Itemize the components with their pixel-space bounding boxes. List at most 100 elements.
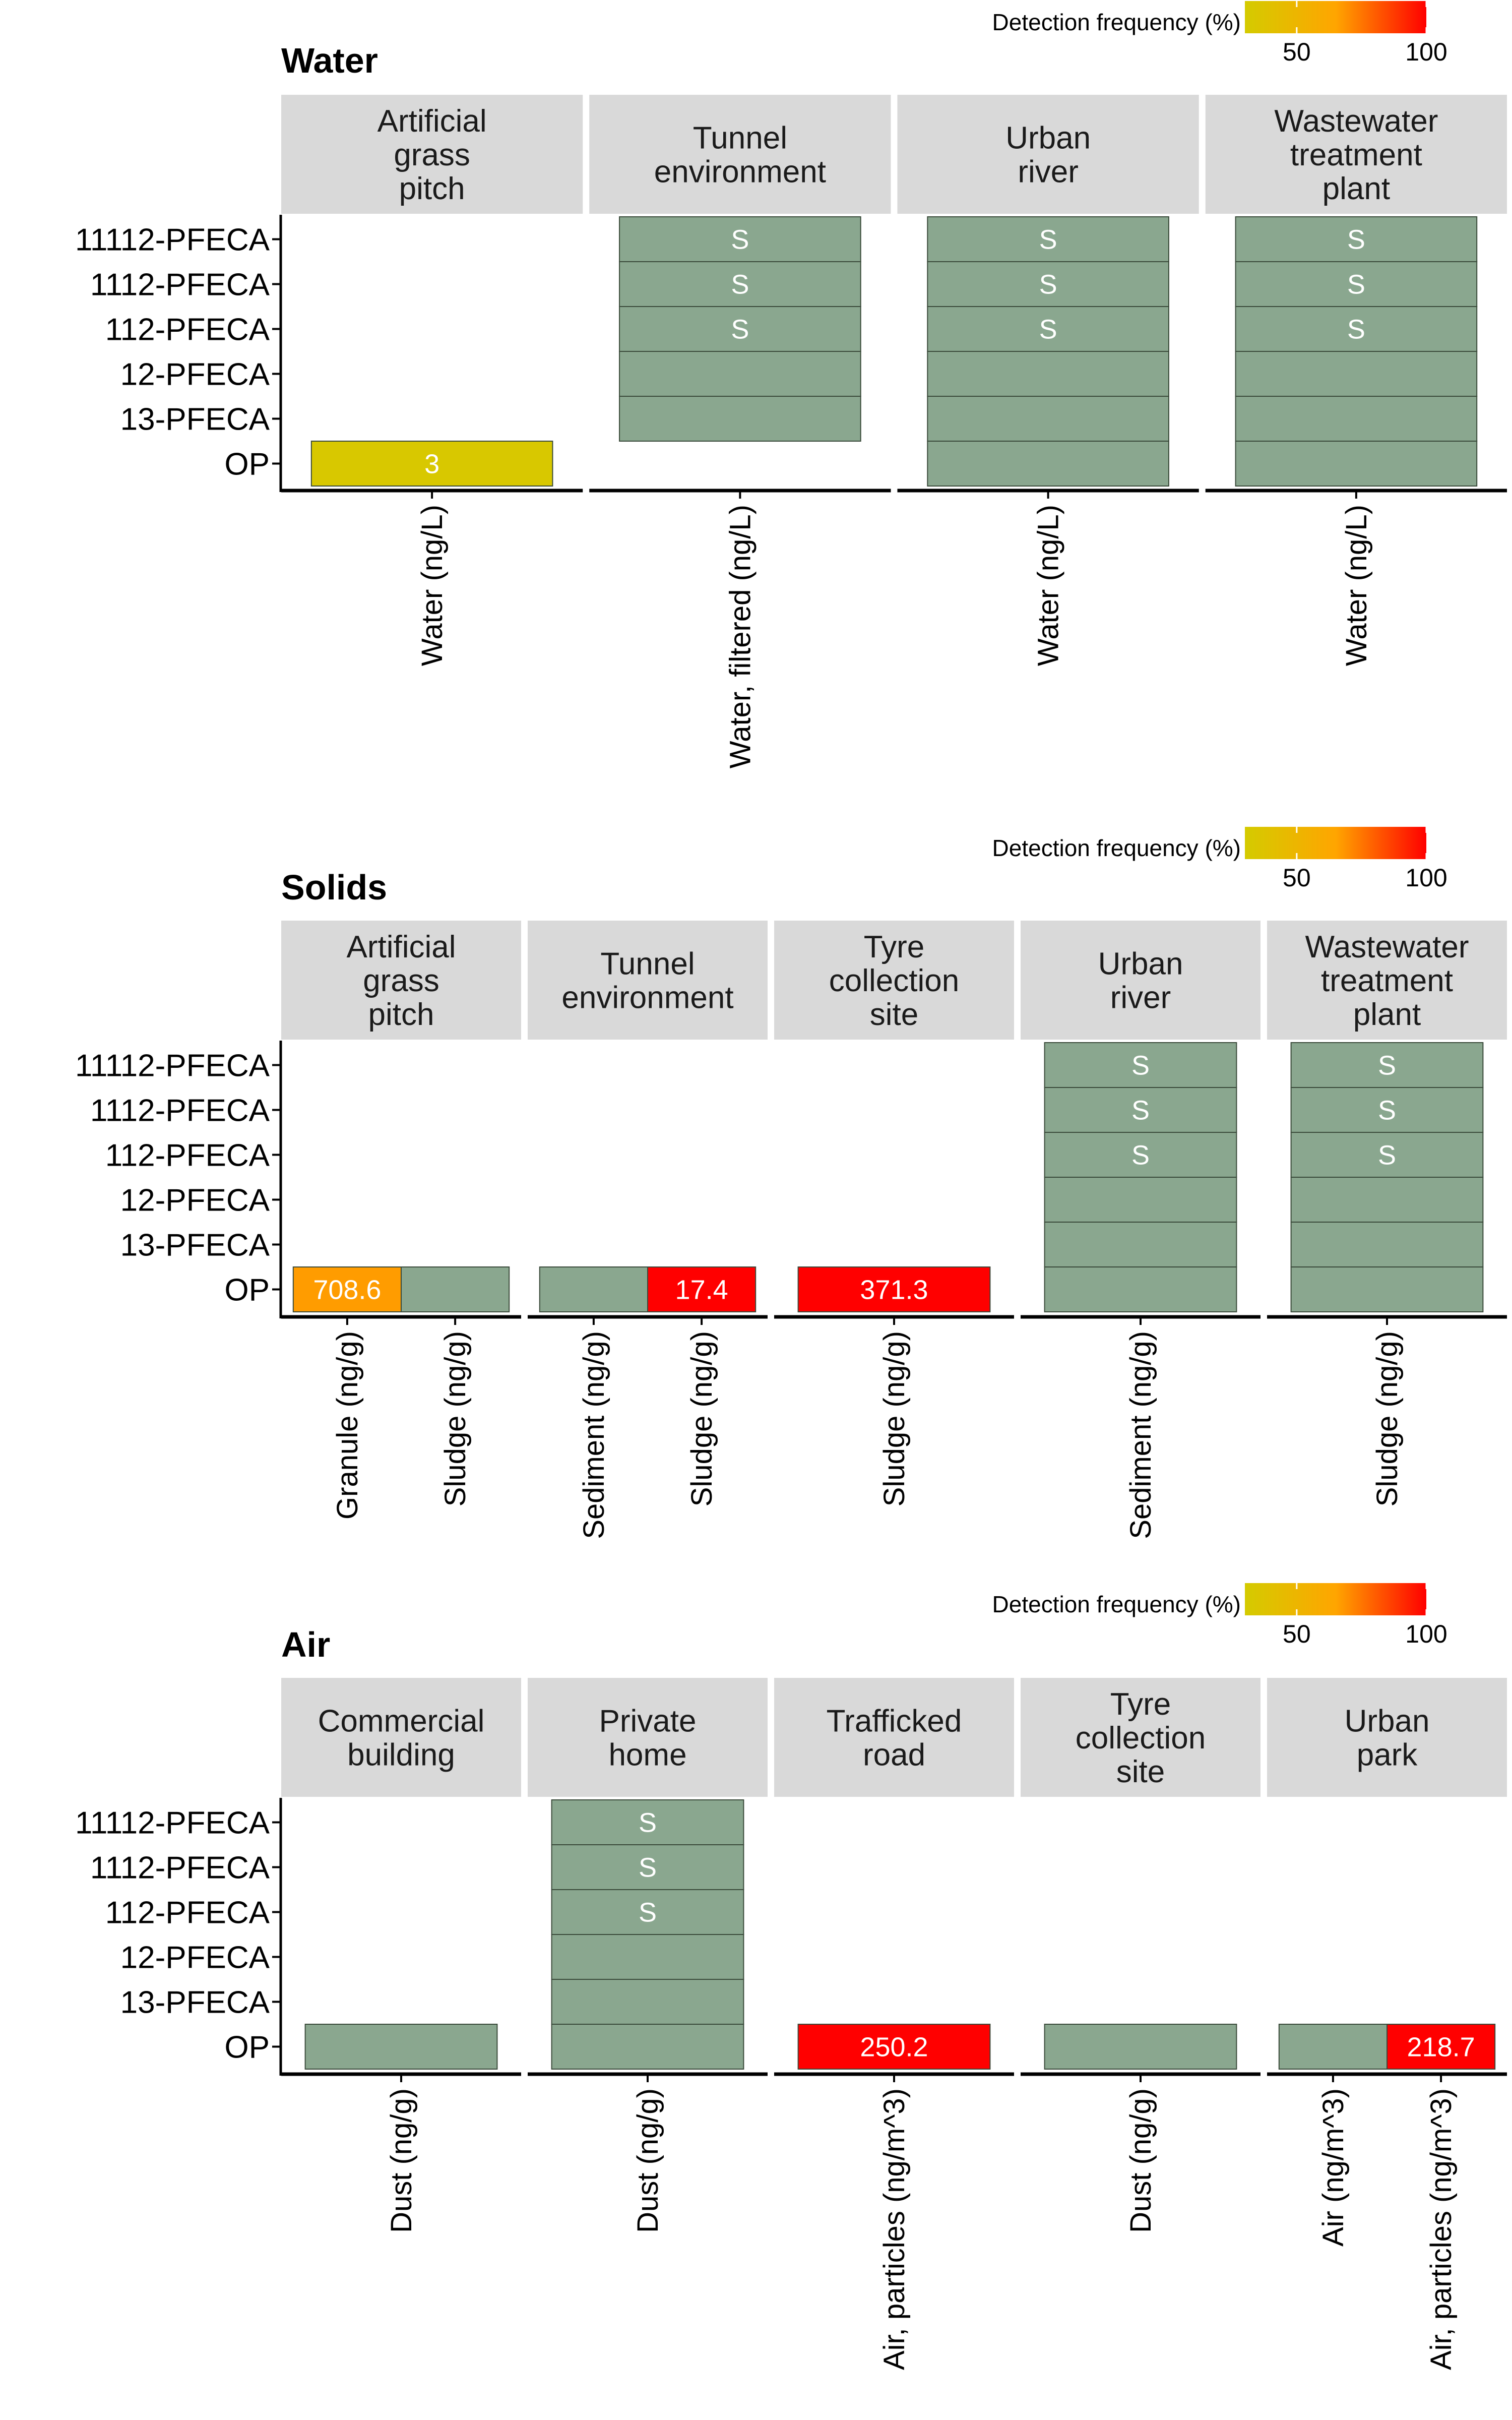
sample-cell <box>927 441 1169 487</box>
cell-label: S <box>1347 315 1365 345</box>
facet-strip-label: river <box>1018 155 1079 190</box>
sample-cell <box>927 216 1169 262</box>
column-label: Sludge (ng/g) <box>685 1331 718 1506</box>
sample-cell <box>927 351 1169 397</box>
facet-strip-label: road <box>863 1738 925 1773</box>
facet-strip-label: Commercial <box>318 1704 485 1739</box>
facet-strip-label: Tunnel <box>693 121 787 156</box>
cell-label: 17.4 <box>675 1275 728 1305</box>
sample-cell <box>1235 306 1478 352</box>
facet-strip <box>528 921 768 1040</box>
column-label: Dust (ng/g) <box>632 2088 664 2233</box>
facet-strip-label: river <box>1110 981 1171 1015</box>
sample-cell <box>1235 441 1478 487</box>
facet-strip <box>1205 95 1507 214</box>
legend-tick-label: 50 <box>1283 1620 1311 1648</box>
sample-cell <box>619 306 861 352</box>
facet-strip-label: Urban <box>1005 121 1091 156</box>
sample-cell <box>1235 351 1478 397</box>
sample-cell <box>619 396 861 442</box>
detection-cell <box>797 1266 991 1312</box>
facet-strip-label: plant <box>1322 171 1390 206</box>
sample-cell <box>1044 1177 1237 1223</box>
column-label: Sludge (ng/g) <box>878 1331 911 1506</box>
sample-cell <box>551 2024 744 2070</box>
row-label: 11112-PFECA <box>75 1806 270 1841</box>
legend-colorbar <box>1245 1 1426 33</box>
row-label: OP <box>224 447 270 482</box>
sample-cell <box>551 1979 744 2025</box>
facet-strip-label: building <box>347 1738 455 1773</box>
facet-strip <box>281 95 583 214</box>
row-label: OP <box>224 2030 270 2065</box>
column-label: Air, particles (ng/m^3) <box>1425 2088 1458 2370</box>
row-label: 112-PFECA <box>105 1138 270 1173</box>
cell-label: S <box>1131 1051 1150 1081</box>
row-label: 112-PFECA <box>105 1896 270 1930</box>
facet-strip-label: Artificial <box>377 104 487 139</box>
row-label: 12-PFECA <box>120 1941 270 1975</box>
detection-cell <box>797 2024 991 2070</box>
column-label: Sludge (ng/g) <box>439 1331 472 1506</box>
detection-cell <box>647 1266 757 1312</box>
facet-strip-label: treatment <box>1321 963 1453 998</box>
facet-strip-label: environment <box>654 155 826 190</box>
detection-cell <box>1387 2024 1496 2070</box>
column-label: Dust (ng/g) <box>1124 2088 1157 2233</box>
facet-strip-label: Urban <box>1098 947 1183 982</box>
legend-title: Detection frequency (%) <box>992 9 1241 35</box>
sample-cell <box>551 1934 744 1980</box>
sample-cell <box>927 306 1169 352</box>
row-label: 11112-PFECA <box>75 1049 270 1083</box>
cell-label: S <box>1131 1096 1150 1126</box>
column-label: Dust (ng/g) <box>385 2088 418 2233</box>
sample-cell <box>927 396 1169 442</box>
sample-cell <box>1044 1266 1237 1312</box>
facet-strip-label: grass <box>394 138 470 172</box>
column-label: Sediment (ng/g) <box>578 1331 610 1539</box>
facet-strip <box>1267 1678 1507 1797</box>
cell-label: S <box>1378 1140 1396 1171</box>
sample-cell <box>551 1844 744 1890</box>
cell-label: S <box>1347 270 1365 300</box>
facet-strip <box>281 1678 521 1797</box>
cell-label: S <box>1378 1096 1396 1126</box>
legend-colorbar <box>1245 1583 1426 1615</box>
facet-strip <box>589 95 891 214</box>
facet-strip <box>528 1678 768 1797</box>
facet-strip <box>774 1678 1014 1797</box>
sample-cell <box>539 1266 649 1312</box>
facet-strip-label: Tyre <box>864 930 925 964</box>
facet-strip <box>1021 1678 1261 1797</box>
cell-label: S <box>639 1898 657 1928</box>
sample-cell <box>619 261 861 307</box>
facet-strip-label: Trafficked <box>827 1704 962 1739</box>
row-label: 1112-PFECA <box>90 1851 270 1886</box>
legend-tick-label: 100 <box>1405 38 1447 66</box>
cell-label: S <box>731 270 749 300</box>
row-label: 12-PFECA <box>120 1183 270 1218</box>
row-label: 112-PFECA <box>105 313 270 347</box>
cell-label: S <box>1347 225 1365 255</box>
cell-label: S <box>1378 1051 1396 1081</box>
facet-strip-label: environment <box>561 981 733 1015</box>
cell-label: S <box>1039 270 1057 300</box>
column-label: Water (ng/L) <box>1032 505 1065 666</box>
column-label: Sludge (ng/g) <box>1371 1331 1404 1506</box>
facet-strip-label: treatment <box>1290 138 1422 172</box>
facet-strip <box>774 921 1014 1040</box>
row-label: 13-PFECA <box>120 1985 270 2020</box>
facet-strip-label: collection <box>1076 1721 1206 1756</box>
sample-cell <box>619 351 861 397</box>
sample-cell <box>304 2024 498 2070</box>
sample-cell <box>1235 216 1478 262</box>
legend-tick-label: 50 <box>1283 864 1311 892</box>
